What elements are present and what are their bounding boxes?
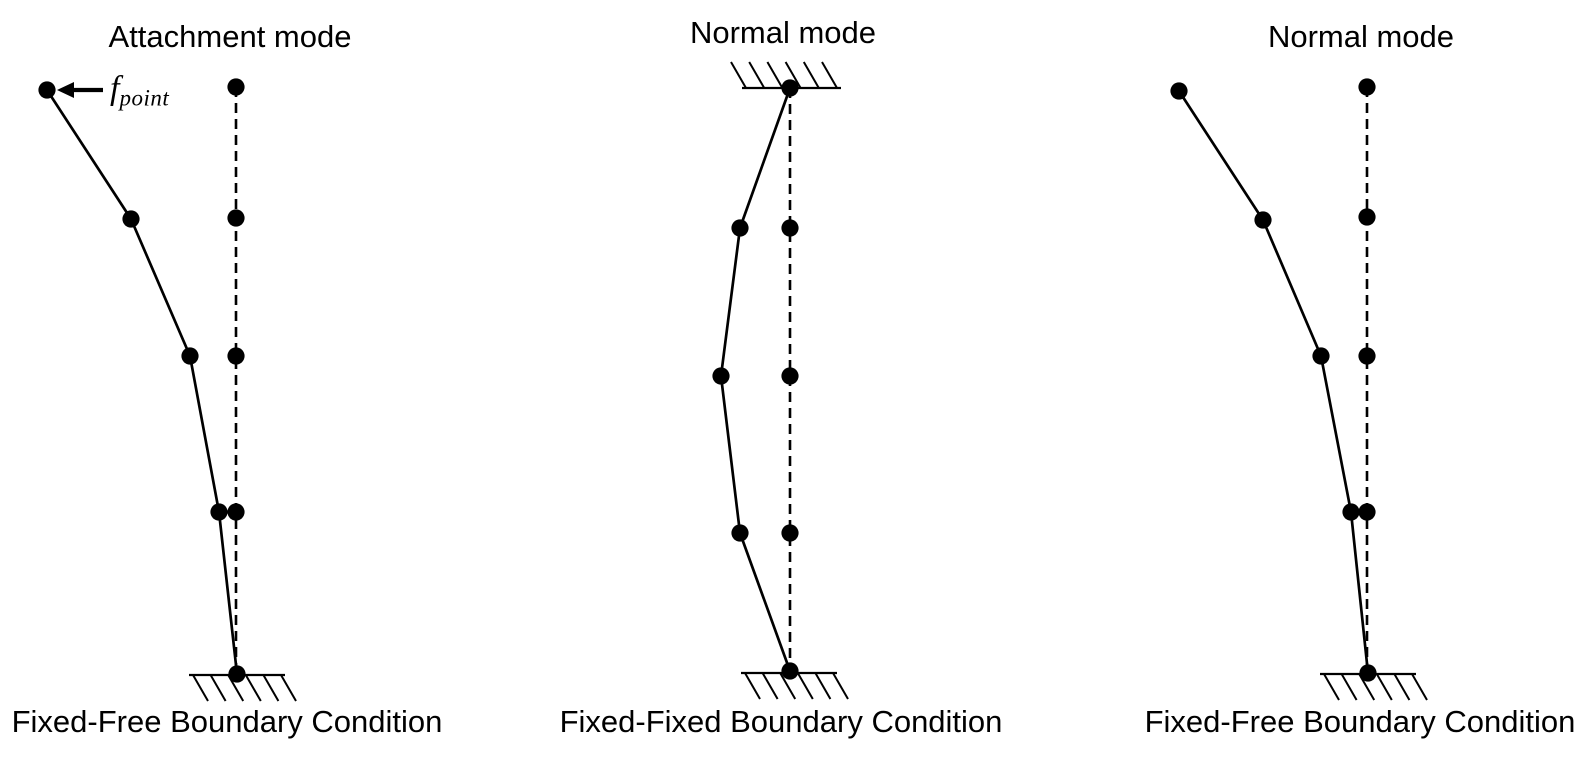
beam-node-dot [181,347,199,365]
support-hatch-tick [209,674,227,702]
beam-node-dot [1254,211,1272,229]
beam-node-dot [228,665,246,683]
support-hatch-tick [779,672,797,700]
support-hatch-tick [730,61,747,89]
beam-node-dot [781,79,799,97]
undeformed-node-dot [781,367,799,385]
support-hatch-tick [744,672,761,700]
beam-node-dot [122,210,140,228]
support-hatch-tick [832,672,849,700]
support-hatch-tick [280,674,297,702]
undeformed-node-dot [227,78,245,96]
support-hatch-tick [1411,673,1428,701]
support-hatch-tick [814,672,832,700]
support-hatch-tick [796,672,814,700]
undeformed-node-dot [1358,347,1376,365]
beam-node-dot [1359,664,1377,682]
point-force-label: fpoint [110,70,170,111]
deformed-beam-line [45,89,239,675]
panel-title-attachment-mode: Attachment mode [108,19,352,54]
beam-node-dot [781,662,799,680]
support-hatch-tick [1393,673,1411,701]
beam-node-dot [210,503,228,521]
point-force-symbol: f [110,70,120,107]
support-hatch-tick [1375,673,1393,701]
panel-caption-fixed-free-left: Fixed-Free Boundary Condition [11,704,443,739]
panel-title-normal-mode-middle: Normal mode [689,15,877,50]
undeformed-node-dot [781,219,799,237]
panel-caption-fixed-free-right: Fixed-Free Boundary Condition [1144,704,1576,739]
undeformed-node-dot [227,503,245,521]
support-hatch-tick [766,61,784,89]
support-hatch-tick [761,672,779,700]
undeformed-node-dot [1358,208,1376,226]
support-hatch-tick [192,674,209,702]
support-hatch-tick [802,61,820,89]
deformed-beam-line [1177,90,1370,674]
support-hatch-tick [262,674,280,702]
support-hatch-tick [784,61,802,89]
beam-node-dot [712,367,730,385]
undeformed-node-dot [781,524,799,542]
beam-node-dot [731,219,749,237]
support-hatch-tick [1340,673,1358,701]
undeformed-node-dot [1358,503,1376,521]
undeformed-node-dot [227,347,245,365]
beam-node-dot [731,524,749,542]
force-arrow-head [57,82,74,98]
beam-node-dot [1342,503,1360,521]
undeformed-node-dot [1358,78,1376,96]
support-hatch-tick [821,61,838,89]
undeformed-node-dot [227,209,245,227]
beam-node-dot [1170,82,1188,100]
beam-node-dot [38,81,56,99]
point-force-subscript: point [119,85,170,111]
beam-node-dot [1312,347,1330,365]
deformed-beam-line [719,87,792,672]
support-hatch-tick [748,61,766,89]
support-hatch-tick [1323,673,1340,701]
support-hatch-tick [244,674,262,702]
panel-caption-fixed-fixed: Fixed-Fixed Boundary Condition [559,704,1003,739]
panel-title-normal-mode-right: Normal mode [1267,19,1455,54]
